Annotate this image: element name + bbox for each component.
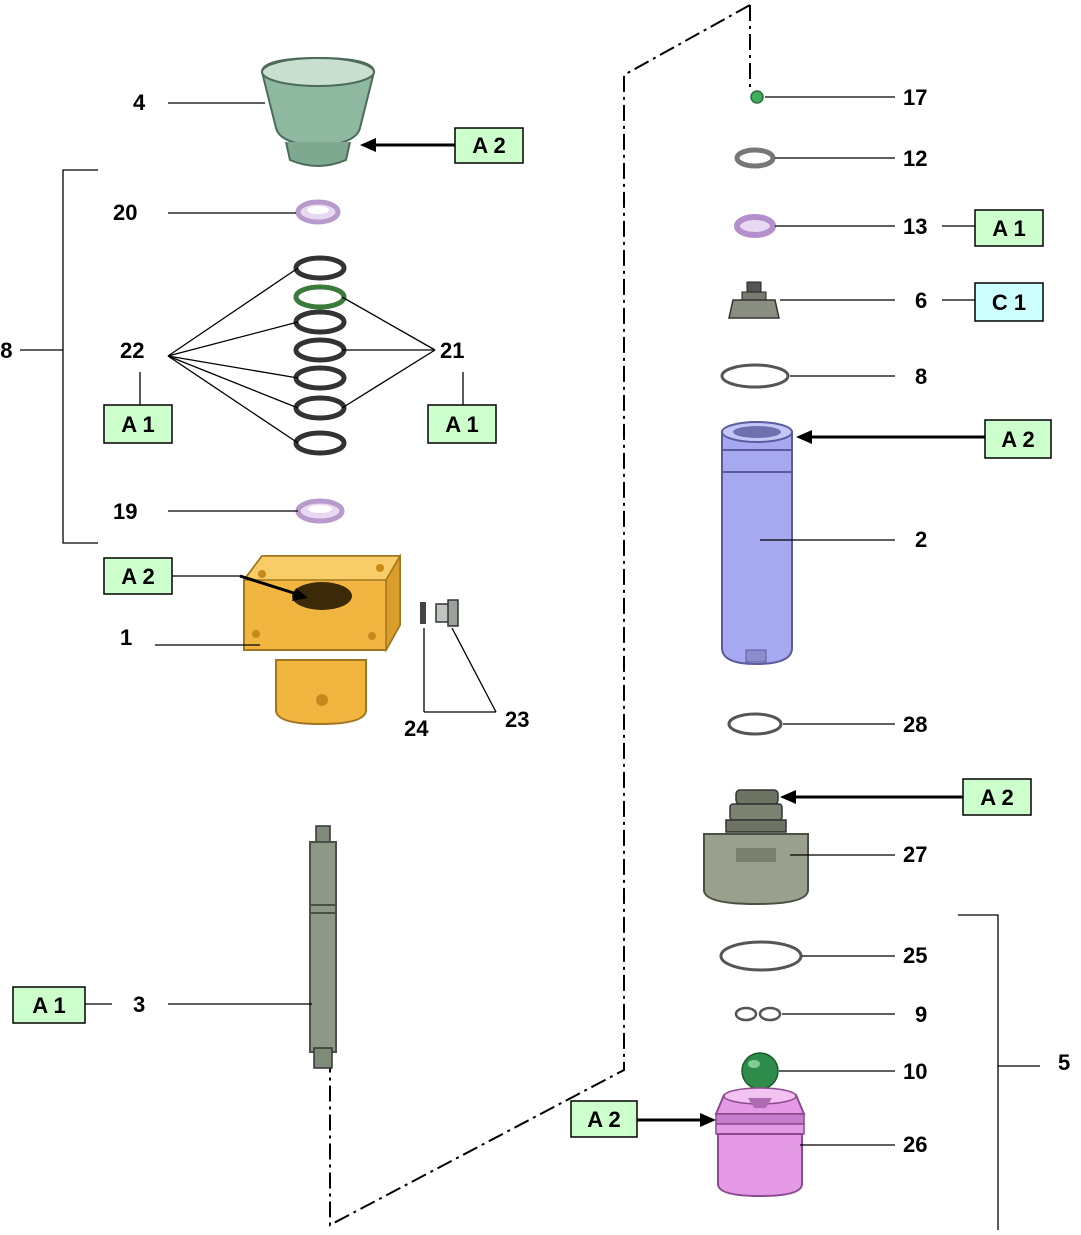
part-label-27: 27 [903,842,927,867]
part-label-18: 18 [0,338,12,363]
arrowhead-housing-1 [292,588,308,601]
part-25-oring [719,940,803,972]
part-10-highlight [748,1060,760,1068]
leader-23 [451,627,497,713]
part-8-oring [720,363,790,389]
svg-text:A 2: A 2 [587,1107,620,1132]
leaders-21 [341,296,436,409]
seal-ring-7 [293,430,347,456]
tag-rod-3: A 1 [12,986,86,1024]
part-label-22: 22 [120,338,144,363]
arrow-housing-1 [239,574,301,597]
arrowhead-cup-4 [360,138,376,152]
part-26-valve-seat [714,1087,806,1198]
part-label-9: 9 [915,1002,927,1027]
part-label-8: 8 [915,364,927,389]
bracket-5 [958,914,999,1230]
arrowhead-valve-26 [700,1113,716,1127]
part-6-fitting [728,281,780,319]
part-20-hole [307,206,329,214]
part-label-21: 21 [440,338,464,363]
part-28-oring [727,712,783,736]
svg-text:C 1: C 1 [992,290,1026,315]
part-label-20: 20 [113,200,137,225]
part-label-1: 1 [120,625,132,650]
part-12-ring [734,147,776,169]
seal-stack [293,255,347,456]
arrowhead-valve-27 [780,790,796,804]
part-label-6: 6 [915,288,927,313]
part-24-washer [420,602,426,624]
tag-seal-22: A 1 [103,404,173,444]
svg-text:A 2: A 2 [1001,427,1034,452]
arrowhead-cylinder-2 [796,430,812,444]
part-9-clip [734,1006,782,1022]
part-label-12: 12 [903,146,927,171]
part-17-ball [750,90,764,104]
svg-text:A 2: A 2 [472,133,505,158]
part-label-5: 5 [1058,1050,1070,1075]
leaders-22 [167,267,299,444]
part-13-seal [734,214,776,238]
seal-ring-2 [293,284,347,310]
seal-ring-5 [293,365,347,391]
part-label-4: 4 [133,90,146,115]
tag-fitting-6: C 1 [974,282,1044,322]
tag-seal-13: A 1 [974,209,1044,247]
svg-text:A 2: A 2 [980,785,1013,810]
part-label-3: 3 [133,992,145,1017]
part-label-19: 19 [113,499,137,524]
svg-text:A 1: A 1 [992,216,1025,241]
assembly-dashdot-line [329,4,751,1227]
tag-housing-1: A 2 [103,557,173,595]
svg-text:A 1: A 1 [32,993,65,1018]
tag-valve-27: A 2 [962,778,1032,816]
part-label-17: 17 [903,85,927,110]
part-3-rod [309,825,337,1069]
tag-cup-4: A 2 [454,127,524,164]
svg-text:A 1: A 1 [445,412,478,437]
part-label-10: 10 [903,1059,927,1084]
svg-text:A 1: A 1 [121,412,154,437]
seal-ring-6 [293,395,347,421]
part-19-hole [308,505,332,513]
part-label-26: 26 [903,1132,927,1157]
bracket-18 [62,169,98,544]
part-label-24: 24 [404,716,429,741]
part-label-25: 25 [903,943,927,968]
part-23-plug [435,599,459,627]
part-10-ball [741,1052,779,1090]
part-2-cylinder [721,421,793,666]
part-label-13: 13 [903,214,927,239]
svg-text:A 2: A 2 [121,564,154,589]
part-label-23: 23 [505,707,529,732]
seal-ring-3 [293,309,347,335]
tag-valve-26: A 2 [570,1100,638,1138]
part-27-valve-body [703,789,809,906]
tag-seal-21: A 1 [427,404,497,444]
part-label-2: 2 [915,527,927,552]
part-4-cup [260,56,376,167]
part-1-housing [242,553,402,726]
tag-cylinder-2: A 2 [984,419,1052,459]
seal-ring-4 [293,337,347,363]
seal-ring-1 [293,255,347,281]
part-label-28: 28 [903,712,927,737]
